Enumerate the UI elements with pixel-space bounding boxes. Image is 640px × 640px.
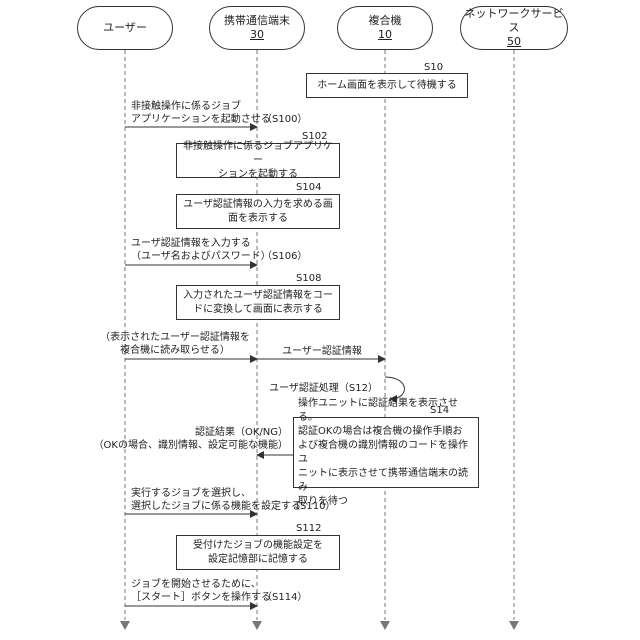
message-label-read-line2: 複合機に読み取らせる） [100, 344, 250, 357]
process-box-s10: ホーム画面を表示して待機する [306, 73, 468, 98]
process-text-s112-line2: 設定記憶部に記憶する [193, 553, 323, 567]
actor-mfp-number: 10 [378, 28, 392, 42]
actor-network-number: 50 [507, 35, 521, 49]
message-code-s114: （S114） [262, 591, 307, 604]
message-label-s114-line1: ジョブを開始させるために、 [131, 578, 261, 591]
actor-user-name: ユーザー [103, 21, 147, 35]
message-code-s100: （S100） [262, 113, 307, 126]
process-text-s14-line2: 認証OKの場合は複合機の操作手順お [298, 425, 474, 439]
step-code-s112: S112 [296, 523, 321, 535]
process-box-s108: 入力されたユーザ認証情報をコー ドに変換して画面に表示する [176, 285, 340, 320]
actor-network: ネットワークサービス 50 [460, 6, 568, 50]
process-box-s14: 操作ユニットに認証結果を表示させる。 認証OKの場合は複合機の操作手順お よび複… [293, 417, 479, 488]
message-label-result-line1: 認証結果（OK/NG） [60, 426, 288, 439]
actor-network-name: ネットワークサービス [461, 7, 567, 35]
process-text-s14-line3: よび複合機の識別情報のコードを操作ユ [298, 439, 474, 467]
process-text-s102-line1: 非接触操作に係るジョブアプリケー [181, 140, 335, 168]
step-code-s108: S108 [296, 273, 321, 285]
actor-mfp-name: 複合機 [369, 14, 402, 28]
message-label-result-line2: （OKの場合、識別情報、設定可能な機能） [60, 439, 288, 452]
message-label-s106-line2: （ユーザ名およびパスワード） [131, 250, 271, 263]
actor-mfp: 複合機 10 [337, 6, 433, 50]
process-text-s108-line2: ドに変換して画面に表示する [183, 303, 333, 317]
message-code-s106: （S106） [262, 250, 307, 263]
step-code-s104: S104 [296, 182, 321, 194]
message-label-s12: ユーザ認証処理（S12） [250, 382, 378, 395]
lifeline-end-arrow-terminal [252, 621, 262, 630]
message-label-s114-line2: ［スタート］ボタンを操作する [131, 591, 271, 604]
message-label-read-line1: （表示されたユーザー認証情報を [100, 331, 250, 344]
actor-terminal: 携帯通信端末 30 [209, 6, 305, 50]
process-text-s104-line2: 面を表示する [183, 212, 333, 226]
lifeline-end-arrow-user [120, 621, 130, 630]
lifeline-end-arrow-mfp [380, 621, 390, 630]
message-label-s100-line1: 非接触操作に係るジョブ [131, 100, 241, 113]
process-text-s104-line1: ユーザ認証情報の入力を求める画 [183, 198, 333, 212]
actor-user: ユーザー [77, 6, 173, 50]
message-code-s110: （S110） [290, 500, 335, 513]
message-label-s110-line1: 実行するジョブを選択し、 [131, 487, 251, 500]
actor-terminal-number: 30 [250, 28, 264, 42]
process-text-s14-line1: 操作ユニットに認証結果を表示させる。 [298, 397, 474, 425]
process-text-s102-line2: ションを起動する [181, 168, 335, 182]
process-text-s10: ホーム画面を表示して待機する [317, 79, 456, 93]
process-text-s108-line1: 入力されたユーザ認証情報をコー [183, 289, 333, 303]
message-label-s110-line2: 選択したジョブに係る機能を設定する [131, 500, 301, 513]
process-text-s112-line1: 受付けたジョブの機能設定を [193, 539, 323, 553]
actor-terminal-name: 携帯通信端末 [224, 14, 290, 28]
lifeline-end-arrow-network [509, 621, 519, 630]
process-text-s14-line4: ニットに表示させて携帯通信端末の読み [298, 467, 474, 495]
message-label-s106-line1: ユーザ認証情報を入力する [131, 237, 251, 250]
message-label-auth-info: ユーザー認証情報 [262, 345, 382, 358]
process-box-s112: 受付けたジョブの機能設定を 設定記憶部に記憶する [176, 535, 340, 570]
process-box-s102: 非接触操作に係るジョブアプリケー ションを起動する [176, 143, 340, 178]
process-box-s104: ユーザ認証情報の入力を求める画 面を表示する [176, 194, 340, 229]
message-label-s100-line2: アプリケーションを起動させる [131, 113, 271, 126]
